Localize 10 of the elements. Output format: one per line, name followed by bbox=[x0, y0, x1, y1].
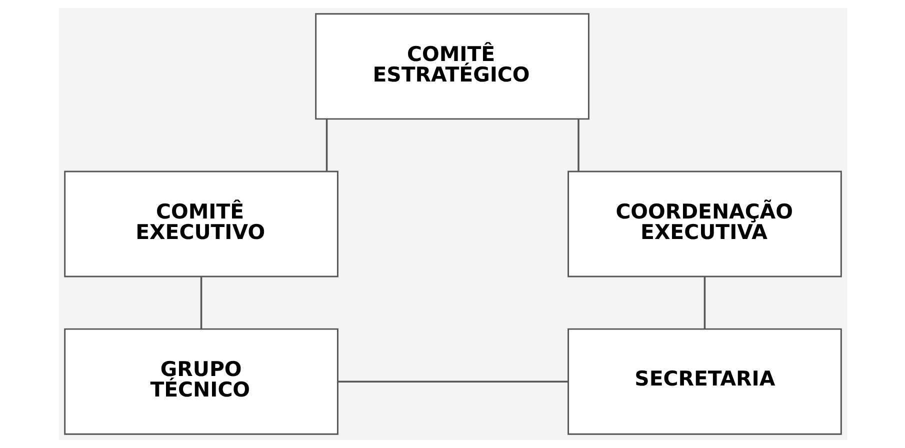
node-box: COORDENAÇÃO EXECUTIVA bbox=[567, 170, 842, 278]
connector bbox=[325, 119, 328, 171]
connector bbox=[703, 276, 706, 329]
node-box: COMITÊ ESTRATÉGICO bbox=[314, 13, 589, 120]
node-box: COMITÊ EXECUTIVO bbox=[64, 170, 338, 278]
node-box: SECRETARIA bbox=[567, 328, 842, 435]
connector bbox=[338, 380, 568, 382]
connector bbox=[577, 119, 579, 171]
node-box: GRUPO TÉCNICO bbox=[64, 328, 338, 435]
connector bbox=[200, 276, 202, 329]
